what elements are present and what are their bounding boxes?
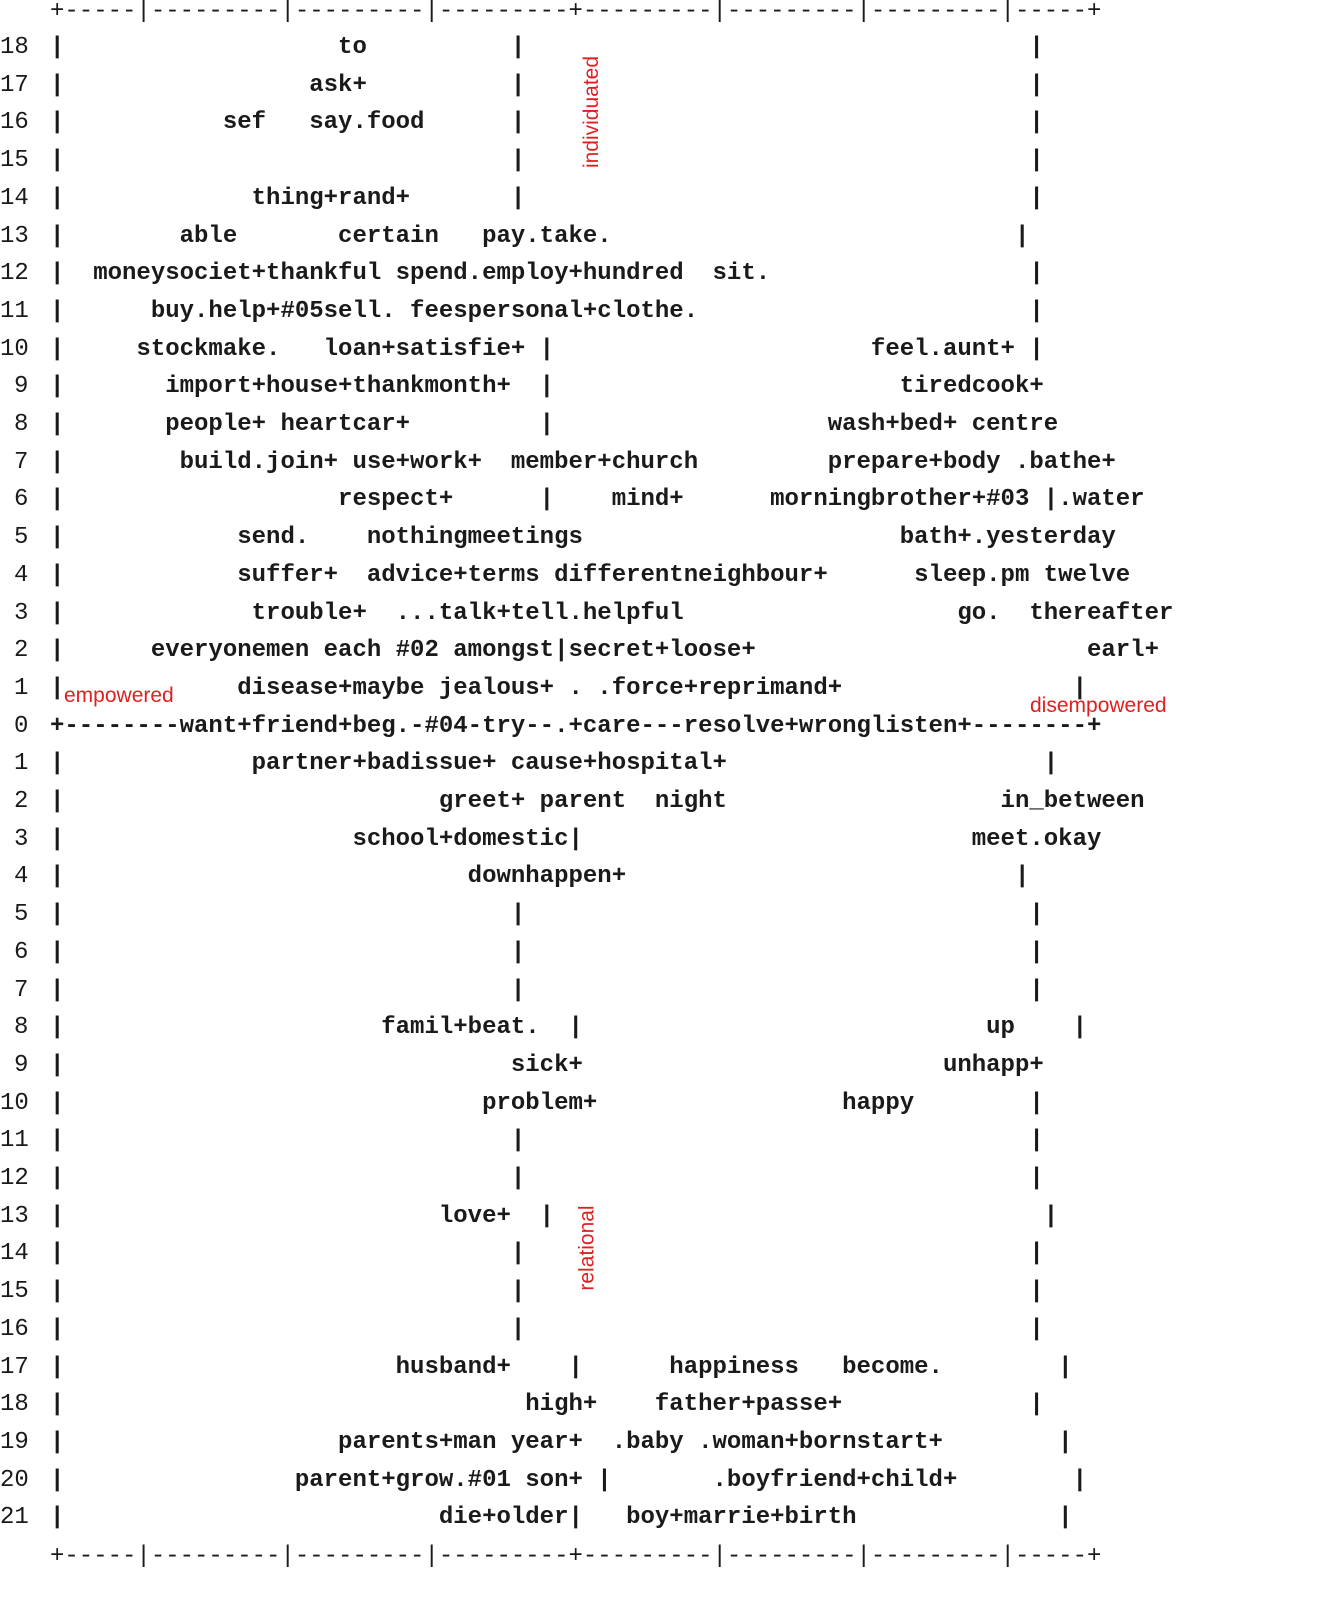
- row-label: 5: [14, 524, 29, 551]
- annotation-empowered: empowered: [64, 684, 174, 707]
- row-label: 8: [14, 411, 29, 438]
- row-label: 17: [0, 72, 29, 99]
- row-label: 18: [0, 1391, 29, 1418]
- plot-bottom-border: +-----|---------|---------|---------+---…: [50, 1543, 1102, 1570]
- row-label: 9: [14, 1052, 29, 1079]
- row-content: | | |: [50, 1316, 1044, 1343]
- row-label: 13: [0, 1203, 29, 1230]
- row-label: 3: [14, 600, 29, 627]
- row-label: 21: [0, 1504, 29, 1531]
- row-content: | famil+beat. | up |: [50, 1014, 1087, 1041]
- row-content: | able certain pay.take. |: [50, 223, 1030, 250]
- row-content: | disease+maybe jealous+ . .force+reprim…: [50, 675, 1087, 702]
- row-content: | downhappen+ |: [50, 863, 1030, 890]
- row-content: | | |: [50, 939, 1044, 966]
- row-content: | buy.help+#05sell. feespersonal+clothe.…: [50, 298, 1044, 325]
- row-content: | sef say.food | |: [50, 109, 1044, 136]
- row-label: 5: [14, 901, 29, 928]
- row-label: 14: [0, 185, 29, 212]
- annotation-disempowered: disempowered: [1030, 694, 1167, 717]
- row-content: | respect+ | mind+ morningbrother+#03 |.…: [50, 486, 1145, 513]
- row-label: 2: [14, 788, 29, 815]
- row-content: | to | |: [50, 34, 1044, 61]
- row-content: | die+older| boy+marrie+birth |: [50, 1504, 1073, 1531]
- row-content: | love+ | |: [50, 1203, 1059, 1230]
- row-label: 20: [0, 1467, 29, 1494]
- row-content: | people+ heartcar+ | wash+bed+ centre: [50, 411, 1059, 438]
- row-label: 12: [0, 1165, 29, 1192]
- row-content: | greet+ parent night in_between: [50, 788, 1145, 815]
- row-label: 2: [14, 637, 29, 664]
- row-content: | | |: [50, 977, 1044, 1004]
- row-label: 10: [0, 336, 29, 363]
- row-label: 19: [0, 1429, 29, 1456]
- row-content: | | |: [50, 1165, 1044, 1192]
- row-content: | moneysociet+thankful spend.employ+hund…: [50, 260, 1044, 287]
- row-label: 9: [14, 373, 29, 400]
- row-content: | | |: [50, 1278, 1044, 1305]
- row-content: | suffer+ advice+terms differentneighbou…: [50, 562, 1131, 589]
- row-content: | trouble+ ...talk+tell.helpful go. ther…: [50, 600, 1174, 627]
- row-label: 13: [0, 223, 29, 250]
- row-label: 4: [14, 562, 29, 589]
- row-content: | import+house+thankmonth+ | tiredcook+: [50, 373, 1044, 400]
- row-content: | stockmake. loan+satisfie+ | feel.aunt+…: [50, 336, 1044, 363]
- row-label: 1: [14, 675, 29, 702]
- row-content: | | |: [50, 1240, 1044, 1267]
- plot-top-border: +-----|---------|---------|---------+---…: [50, 0, 1102, 25]
- row-content: | send. nothingmeetings bath+.yesterday: [50, 524, 1116, 551]
- row-label: 0: [14, 713, 29, 740]
- row-content: | | |: [50, 1127, 1044, 1154]
- row-label: 6: [14, 939, 29, 966]
- row-content: | school+domestic| meet.okay: [50, 826, 1102, 853]
- row-label: 6: [14, 486, 29, 513]
- row-label: 16: [0, 109, 29, 136]
- row-label: 18: [0, 34, 29, 61]
- row-label: 10: [0, 1090, 29, 1117]
- row-content: | high+ father+passe+ |: [50, 1391, 1044, 1418]
- row-label: 7: [14, 449, 29, 476]
- annotation-individuated: individuated: [580, 55, 604, 169]
- row-content: | | |: [50, 147, 1044, 174]
- row-content: +--------want+friend+beg.-#04-try--.+car…: [50, 713, 1102, 740]
- row-content: | build.join+ use+work+ member+church pr…: [50, 449, 1116, 476]
- row-content: | sick+ unhapp+: [50, 1052, 1044, 1079]
- row-label: 4: [14, 863, 29, 890]
- row-content: | ask+ | |: [50, 72, 1044, 99]
- row-content: | thing+rand+ | |: [50, 185, 1044, 212]
- row-label: 11: [0, 298, 29, 325]
- row-content: | | |: [50, 901, 1044, 928]
- row-label: 17: [0, 1354, 29, 1381]
- row-label: 3: [14, 826, 29, 853]
- annotation-relational: relational: [575, 1205, 599, 1291]
- row-label: 7: [14, 977, 29, 1004]
- row-content: | husband+ | happiness become. |: [50, 1354, 1073, 1381]
- row-label: 11: [0, 1127, 29, 1154]
- row-label: 1: [14, 750, 29, 777]
- row-content: | partner+badissue+ cause+hospital+ |: [50, 750, 1059, 777]
- row-label: 15: [0, 1278, 29, 1305]
- row-label: 15: [0, 147, 29, 174]
- row-label: 14: [0, 1240, 29, 1267]
- row-label: 12: [0, 260, 29, 287]
- row-content: | everyonemen each #02 amongst|secret+lo…: [50, 637, 1159, 664]
- row-label: 8: [14, 1014, 29, 1041]
- row-label: 16: [0, 1316, 29, 1343]
- row-content: | parents+man year+ .baby .woman+bornsta…: [50, 1429, 1073, 1456]
- row-content: | problem+ happy |: [50, 1090, 1044, 1117]
- row-content: | parent+grow.#01 son+ | .boyfriend+chil…: [50, 1467, 1087, 1494]
